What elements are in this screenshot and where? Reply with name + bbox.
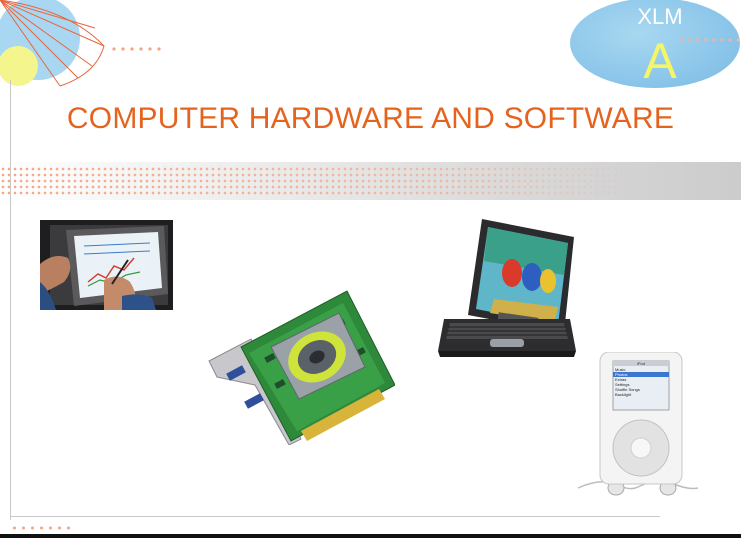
ipod-menu-item-photos: Photos: [615, 372, 628, 377]
ipod-menu-item-shuffle: Shuffle Songs: [615, 387, 640, 392]
ipod-photo: iPod Music Photos Extras Settings Shuffl…: [570, 352, 705, 504]
ipod-drawing: [577, 352, 699, 496]
graphics-card-photo: [208, 290, 395, 445]
ipod-menu-item-music: Music: [615, 367, 626, 372]
badge-ellipse: [570, 0, 740, 88]
badge-dots: [678, 38, 740, 42]
ipod-menu-item-extras: Extras: [615, 377, 627, 382]
ipod-menu-item-settings: Settings: [615, 382, 630, 387]
bottom-divider: [10, 516, 660, 517]
ipod-menu-item-backlight: Backlight: [615, 392, 632, 397]
bottom-bar: [0, 534, 741, 538]
decorative-circles: [0, 0, 161, 87]
tablet-photo: [40, 220, 173, 310]
convertible-laptop-photo: [438, 219, 576, 357]
left-divider: [10, 80, 11, 520]
badge-letter: A: [643, 33, 677, 89]
ipod-screen-header: iPod: [636, 361, 645, 366]
badge-xlm-text: XLM: [637, 4, 683, 29]
band-dot-pattern: [0, 166, 640, 196]
bottom-dots: [10, 525, 74, 531]
logo-badge: XLM A: [570, 0, 741, 88]
page-title: COMPUTER HARDWARE AND SOFTWARE: [66, 102, 675, 135]
